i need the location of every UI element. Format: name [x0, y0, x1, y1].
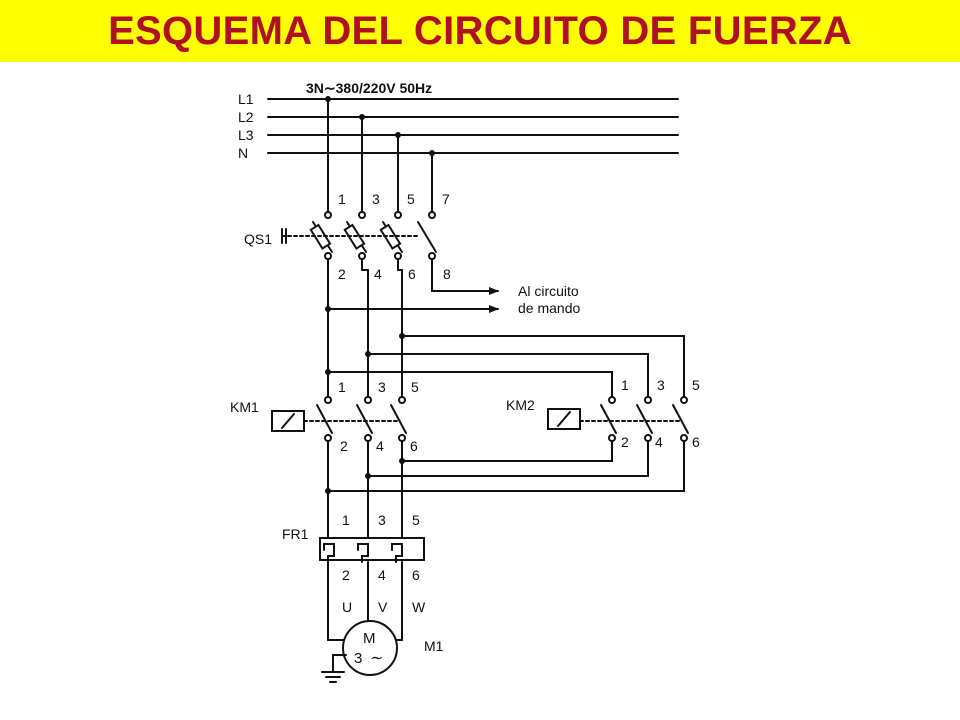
wire-km2-out-2 — [367, 440, 649, 477]
km1-terminal-label: 5 — [411, 379, 419, 395]
control-circuit-label-2: de mando — [518, 300, 580, 316]
motor-m1 — [342, 620, 398, 676]
qs1-terminal-label: 6 — [408, 266, 416, 282]
junction-dot — [365, 473, 371, 479]
km1-contactor — [271, 396, 407, 442]
fr1-terminal-label: 1 — [342, 512, 350, 528]
qs1-label: QS1 — [244, 231, 272, 247]
km1-terminal-label: 6 — [410, 438, 418, 454]
km2-terminal-label: 3 — [657, 377, 665, 393]
qs1-terminal-label: 3 — [372, 191, 380, 207]
motor-terminal-v: V — [378, 599, 388, 615]
page-title: ESQUEMA DEL CIRCUITO DE FUERZA — [108, 8, 852, 53]
qs1-terminal-label: 4 — [374, 266, 382, 282]
km2-terminal-label: 6 — [692, 434, 700, 450]
fr1-terminal-label: 5 — [412, 512, 420, 528]
title-bar: ESQUEMA DEL CIRCUITO DE FUERZA — [0, 0, 960, 62]
wire-km2-feed-l1 — [327, 371, 613, 398]
km2-terminal-label: 5 — [692, 377, 700, 393]
bus-label-l1: L1 — [238, 91, 254, 107]
fr1-body — [319, 537, 425, 561]
km2-terminal-label: 2 — [621, 434, 629, 450]
junction-dot — [399, 333, 405, 339]
ground-symbol — [321, 654, 347, 683]
motor-terminal-w: W — [412, 599, 426, 615]
wire-km2-feed-l3 — [401, 335, 685, 398]
bus-label-l2: L2 — [238, 109, 254, 125]
km2-label: KM2 — [506, 397, 535, 413]
fr1-terminal-label: 3 — [378, 512, 386, 528]
motor-phase-count: 3 — [354, 650, 362, 667]
km2-terminal-label: 4 — [655, 434, 663, 450]
wire-km2-out-3 — [327, 440, 685, 492]
km2-terminal-label: 1 — [621, 377, 629, 393]
motor-symbol-m: M — [363, 630, 376, 647]
qs1-terminal-label: 2 — [338, 266, 346, 282]
junction-dot — [325, 306, 331, 312]
motor-label: M1 — [424, 638, 444, 654]
km1-label: KM1 — [230, 399, 259, 415]
junction-dot — [325, 369, 331, 375]
motor-ac-symbol: ∼ — [370, 650, 383, 667]
fr1-label: FR1 — [282, 526, 309, 542]
fr1-terminal-label: 2 — [342, 567, 350, 583]
supply-spec-label: 3N∼380/220V 50Hz — [306, 80, 432, 96]
km1-terminal-label: 2 — [340, 438, 348, 454]
qs1-switch-fuse — [281, 211, 437, 260]
qs1-terminal-label: 1 — [338, 191, 346, 207]
junction-dot — [365, 351, 371, 357]
km1-terminal-label: 3 — [378, 379, 386, 395]
bus-label-l3: L3 — [238, 127, 254, 143]
km1-terminal-label: 4 — [376, 438, 384, 454]
control-feed-n — [431, 258, 499, 295]
km1-terminal-label: 1 — [338, 379, 346, 395]
qs1-terminal-label: 5 — [407, 191, 415, 207]
fr1-thermal-relay — [319, 537, 425, 563]
qs1-terminal-label: 8 — [443, 266, 451, 282]
junction-dot — [399, 458, 405, 464]
motor-terminal-u: U — [342, 599, 352, 615]
km2-contactor — [547, 396, 689, 442]
junction-dot — [325, 488, 331, 494]
bus-label-n: N — [238, 145, 248, 161]
qs1-terminal-label: 7 — [442, 191, 450, 207]
fr1-terminal-label: 6 — [412, 567, 420, 583]
wire-km2-out-1 — [401, 440, 613, 462]
control-circuit-label-1: Al circuito — [518, 283, 579, 299]
wire-km2-feed-l2 — [367, 353, 649, 398]
fr1-terminal-label: 4 — [378, 567, 386, 583]
